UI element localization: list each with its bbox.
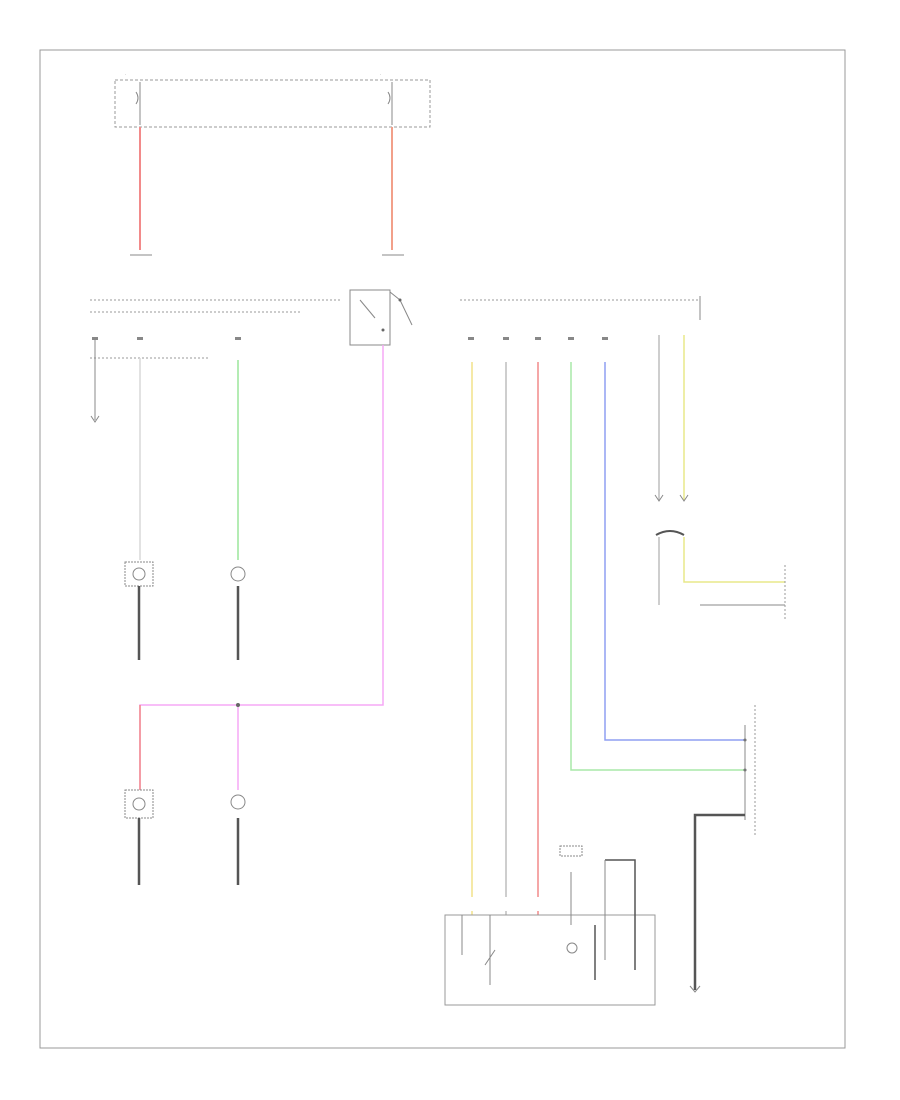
connector-pins-left bbox=[92, 337, 241, 340]
wire-lightgreen bbox=[570, 362, 745, 771]
lamp-upper-right bbox=[230, 566, 246, 582]
relay-switch bbox=[349, 289, 413, 346]
fuse-symbol-left bbox=[135, 82, 141, 125]
svg-text:.: . bbox=[380, 71, 381, 76]
lamp-lower-right bbox=[230, 794, 246, 810]
arrow-pair-right bbox=[679, 494, 689, 502]
fuse-symbol-right bbox=[387, 82, 393, 125]
wire-ground-right bbox=[693, 813, 745, 990]
arrow-pair-left bbox=[654, 494, 664, 502]
connector-pins-right bbox=[468, 337, 608, 340]
wire-blue bbox=[604, 362, 745, 741]
lamp-lower-left bbox=[124, 789, 154, 819]
splice-node bbox=[236, 703, 240, 707]
svg-text:.: . bbox=[125, 71, 126, 76]
connector-small bbox=[655, 530, 785, 606]
right-module-contacts bbox=[743, 725, 747, 820]
lamp-upper-left bbox=[124, 561, 154, 587]
ground-arrow-right bbox=[689, 985, 701, 993]
diagram-frame bbox=[39, 49, 846, 1049]
fuse-box-labels: . . bbox=[125, 71, 381, 76]
wire-pink-main bbox=[139, 345, 384, 790]
fuse-box bbox=[114, 79, 431, 128]
bottom-switch-contacts bbox=[461, 845, 636, 985]
bottom-switch-housing bbox=[444, 914, 656, 1006]
ground-lead-far-left bbox=[90, 340, 100, 423]
